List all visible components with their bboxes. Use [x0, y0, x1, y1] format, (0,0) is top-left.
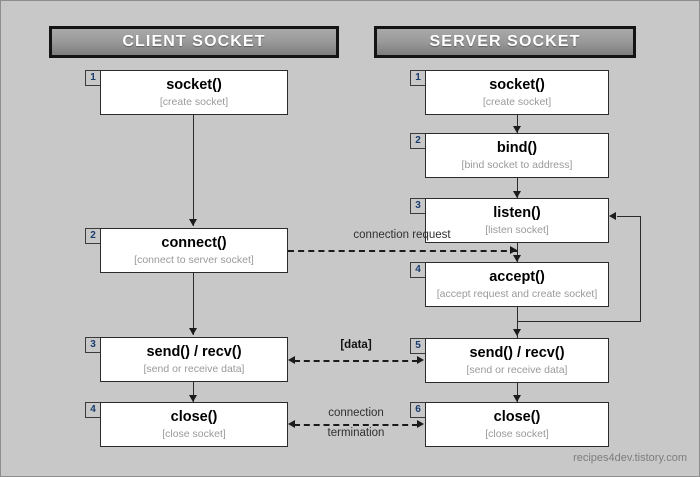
- server-step-close-box[interactable]: close() [close socket]: [425, 402, 609, 447]
- server-connector-accept-to-sendrecv: [517, 307, 518, 338]
- client-step-2-badge: 2: [85, 228, 100, 244]
- client-connector-sendrecv-to-close: [193, 382, 194, 402]
- loop-segment-bottom: [517, 321, 641, 322]
- server-arrow-sendrecv-to-close: [512, 395, 521, 402]
- client-step-sendrecv-title: send() / recv(): [146, 343, 242, 360]
- server-step-close-subtitle: [close socket]: [485, 427, 549, 440]
- server-connector-socket-to-bind: [517, 115, 518, 133]
- server-arrow-listen-to-accept: [512, 255, 521, 262]
- server-step-5-badge: 5: [410, 338, 425, 354]
- server-step-bind-subtitle: [bind socket to address]: [461, 158, 573, 171]
- connection-termination-label-line2: termination: [327, 427, 385, 439]
- server-step-listen-box[interactable]: listen() [listen socket]: [425, 198, 609, 243]
- server-step-accept-subtitle: [accept request and create socket]: [436, 287, 598, 300]
- server-step-socket-title: socket(): [489, 76, 545, 93]
- connection-request-label: connection request: [353, 229, 451, 241]
- server-step-sendrecv-box[interactable]: send() / recv() [send or receive data]: [425, 338, 609, 383]
- client-step-connect-box[interactable]: connect() [connect to server socket]: [100, 228, 288, 273]
- client-step-sendrecv-subtitle: [send or receive data]: [143, 362, 245, 375]
- data-exchange-dashed-line: [294, 360, 418, 362]
- loop-arrow-into-listen: [609, 211, 616, 220]
- server-connector-bind-to-listen: [517, 178, 518, 198]
- server-step-listen-subtitle: [listen socket]: [485, 223, 549, 236]
- client-step-socket-subtitle: [create socket]: [159, 95, 229, 108]
- server-step-close-title: close(): [493, 408, 541, 425]
- server-step-bind-box[interactable]: bind() [bind socket to address]: [425, 133, 609, 178]
- server-arrow-bind-to-listen: [512, 191, 521, 198]
- client-step-connect-title: connect(): [161, 234, 227, 251]
- server-step-accept-box[interactable]: accept() [accept request and create sock…: [425, 262, 609, 307]
- client-step-socket-title: socket(): [166, 76, 222, 93]
- server-step-3-badge: 3: [410, 198, 425, 214]
- server-step-2-badge: 2: [410, 133, 425, 149]
- server-step-4-badge: 4: [410, 262, 425, 278]
- data-exchange-label: [data]: [340, 339, 372, 351]
- client-step-connect-subtitle: [connect to server socket]: [134, 253, 254, 266]
- server-arrow-accept-to-sendrecv: [512, 329, 521, 336]
- loop-segment-right: [640, 216, 641, 322]
- server-step-sendrecv-title: send() / recv(): [469, 344, 565, 361]
- server-step-6-badge: 6: [410, 402, 425, 418]
- client-step-3-badge: 3: [85, 337, 100, 353]
- server-step-socket-subtitle: [create socket]: [482, 95, 552, 108]
- client-connector-socket-to-connect: [193, 115, 194, 226]
- client-step-4-badge: 4: [85, 402, 100, 418]
- connection-termination-label-line1: connection: [328, 407, 384, 419]
- server-step-sendrecv-subtitle: [send or receive data]: [466, 363, 568, 376]
- server-step-bind-title: bind(): [496, 139, 538, 156]
- connection-request-dashed-line: [288, 250, 517, 252]
- loop-segment-top: [617, 216, 641, 217]
- server-connector-listen-to-accept: [517, 243, 518, 262]
- client-step-1-badge: 1: [85, 70, 100, 86]
- connection-termination-arrowhead-right: [417, 420, 424, 428]
- client-step-close-box[interactable]: close() [close socket]: [100, 402, 288, 447]
- server-step-1-badge: 1: [410, 70, 425, 86]
- client-connector-connect-to-sendrecv: [193, 273, 194, 335]
- server-socket-column-header: SERVER SOCKET: [374, 26, 636, 58]
- connection-termination-arrowhead-left: [288, 420, 295, 428]
- client-step-socket-box[interactable]: socket() [create socket]: [100, 70, 288, 115]
- client-step-sendrecv-box[interactable]: send() / recv() [send or receive data]: [100, 337, 288, 382]
- client-step-close-title: close(): [170, 408, 218, 425]
- connection-termination-dashed-line: [294, 424, 418, 426]
- server-connector-sendrecv-to-close: [517, 383, 518, 402]
- server-step-listen-title: listen(): [493, 204, 541, 221]
- client-arrow-connect-to-sendrecv: [188, 328, 197, 335]
- server-step-socket-box[interactable]: socket() [create socket]: [425, 70, 609, 115]
- client-socket-column-header: CLIENT SOCKET: [49, 26, 339, 58]
- data-exchange-arrowhead-left: [288, 356, 295, 364]
- client-step-close-subtitle: [close socket]: [162, 427, 226, 440]
- data-exchange-arrowhead-right: [417, 356, 424, 364]
- server-step-accept-title: accept(): [489, 268, 545, 285]
- connection-request-arrowhead: [510, 246, 517, 254]
- client-arrow-socket-to-connect: [188, 219, 197, 226]
- client-arrow-sendrecv-to-close: [188, 395, 197, 402]
- watermark-text: recipes4dev.tistory.com: [573, 452, 687, 464]
- server-arrow-socket-to-bind: [512, 126, 521, 133]
